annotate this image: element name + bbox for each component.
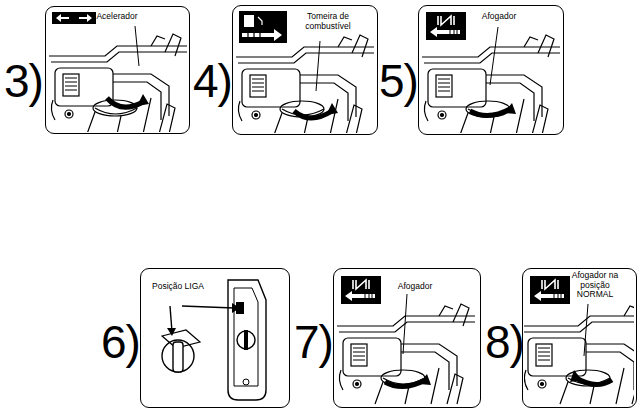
part-label: Afogador na posição NORMAL	[569, 271, 621, 300]
step-panel: 7)Afogador	[333, 268, 481, 408]
step-number: 5)	[379, 58, 418, 104]
step-number: 8)	[485, 319, 524, 365]
step-number: 3)	[4, 58, 43, 104]
step-number: 4)	[193, 58, 232, 104]
step-panel: 8)Afogador na posição NORMAL	[522, 268, 637, 408]
part-label: Afogador	[469, 12, 529, 22]
part-label: Acelerador	[83, 12, 151, 22]
step-number: 7)	[294, 319, 333, 365]
step-panel: 5)Afogador	[418, 5, 564, 135]
part-label: Posição LIGA	[151, 282, 205, 292]
part-label: Tomeira de combustível	[303, 12, 353, 31]
step-panel: 3)Acelerador	[45, 6, 190, 134]
step-panel: 6)Posição LIGA	[140, 268, 290, 408]
step-number: 6)	[101, 319, 140, 365]
step-panel: 4)Tomeira de combustível	[232, 5, 378, 135]
part-label: Afogador	[385, 282, 445, 292]
